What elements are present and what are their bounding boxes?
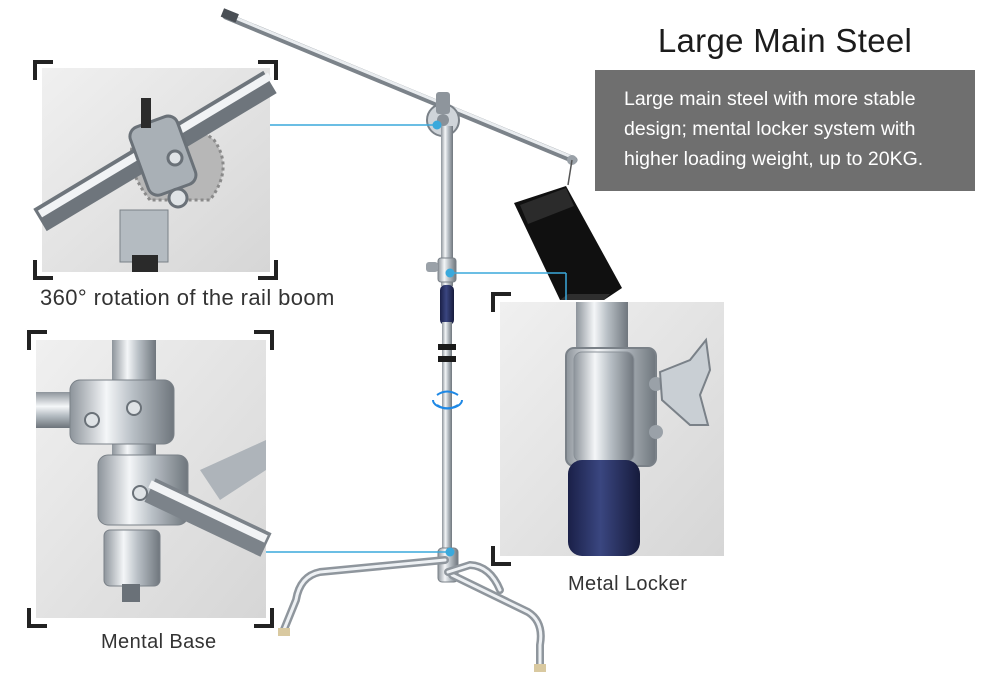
leader-lines	[266, 120, 567, 557]
description-text: Large main steel with more stable design…	[624, 88, 924, 170]
description-panel: Large main steel with more stable design…	[595, 70, 975, 191]
boom-clamp-closeup	[33, 70, 277, 272]
inset-boom-clamp	[33, 60, 278, 280]
turtle-base	[278, 547, 546, 672]
caption-boom-rotation: 360° rotation of the rail boom	[40, 285, 335, 310]
c-stand-image	[220, 8, 622, 672]
page-title: Large Main Steel	[657, 22, 913, 59]
locker-knob-closeup	[565, 302, 712, 556]
sandbag	[514, 159, 622, 300]
inset-base	[27, 330, 274, 628]
inset-locker	[491, 292, 724, 566]
boom-arm	[220, 8, 578, 165]
base-joint-closeup	[36, 340, 272, 602]
caption-base: Mental Base	[101, 631, 217, 653]
caption-locker: Metal Locker	[568, 573, 688, 595]
main-column	[426, 126, 463, 552]
